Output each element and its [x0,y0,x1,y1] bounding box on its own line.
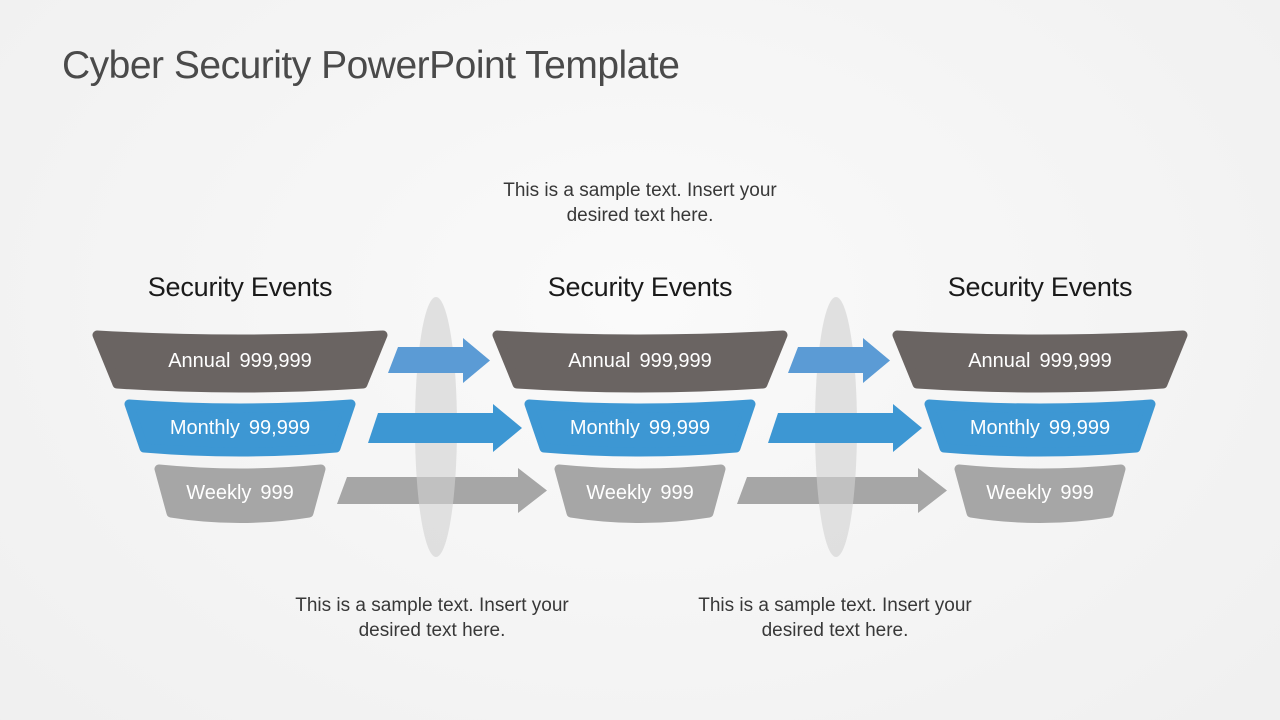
caption-top-line1: This is a sample text. Insert your [503,180,777,201]
weekly-value: 999 [260,482,294,504]
funnel-1-weekly-text: Weekly 999 [92,478,388,508]
funnel-2-annual-text: Annual 999,999 [492,346,788,376]
weekly-value: 999 [660,482,694,504]
funnel-3-annual-text: Annual 999,999 [892,346,1188,376]
funnel-2-heading: Security Events [547,272,733,302]
caption-bottom-right-line2: desired text here. [761,620,909,641]
funnel-3-heading: Security Events [947,272,1133,302]
weekly-label: Weekly [186,482,252,504]
caption-bottom-right: This is a sample text. Insert your desir… [635,593,1035,643]
caption-bottom-left-line2: desired text here. [358,620,506,641]
annual-value: 999,999 [1039,350,1112,372]
caption-top: This is a sample text. Insert your desir… [440,178,840,228]
annual-value: 999,999 [239,350,312,372]
weekly-value: 999 [1060,482,1094,504]
funnel-3-monthly-text: Monthly 99,999 [892,413,1188,443]
funnel-2-monthly-text: Monthly 99,999 [492,413,788,443]
funnel-1-annual-text: Annual 999,999 [92,346,388,376]
funnel-2-layer-weekly-shape [554,464,726,523]
funnel-2-shape [492,330,788,523]
funnel-1-shape [92,330,388,523]
annual-label: Annual [968,350,1031,372]
monthly-value: 99,999 [648,417,711,439]
funnel-3-layer-annual-shape [892,330,1188,393]
funnel-2-layer-annual-shape [492,330,788,393]
weekly-label: Weekly [586,482,652,504]
funnel-1-layer-annual-shape [92,330,388,393]
caption-top-line2: desired text here. [566,205,714,226]
connector-1 [337,297,547,557]
monthly-value: 99,999 [248,417,311,439]
funnel-group-2: Security Events Annual 999,999 Monthly 99,… [492,0,788,720]
monthly-value: 99,999 [1048,417,1111,439]
annual-label: Annual [168,350,231,372]
annual-flow-arrow-icon [788,338,890,383]
monthly-label: Monthly [969,417,1040,439]
funnel-1-layer-weekly-shape [154,464,326,523]
funnel-3-weekly-text: Weekly 999 [892,478,1188,508]
monthly-flow-arrow-icon [368,404,522,452]
slide-title: Cyber Security PowerPoint Template [62,44,680,87]
funnel-2-layer-monthly-shape [524,399,756,457]
monthly-label: Monthly [569,417,640,439]
funnel-1-layer-monthly-shape [124,399,356,457]
annual-value: 999,999 [639,350,712,372]
weekly-label: Weekly [986,482,1052,504]
caption-bottom-right-line1: This is a sample text. Insert your [698,595,972,616]
annual-label: Annual [568,350,631,372]
funnel-group-1: Security Events Annual 999,999 Monthly 99,… [92,0,388,720]
monthly-flow-arrow-icon [768,404,922,452]
annual-flow-arrow-icon [388,338,490,383]
funnel-3-layer-weekly-shape [954,464,1126,523]
funnel-group-3: Security Events Annual 999,999 Monthly 99,… [892,0,1188,720]
funnel-3-layer-monthly-shape [924,399,1156,457]
connector-2 [737,297,947,557]
caption-bottom-left-line1: This is a sample text. Insert your [295,595,569,616]
funnel-3-shape [892,330,1188,523]
caption-bottom-left: This is a sample text. Insert your desir… [232,593,632,643]
monthly-label: Monthly [169,417,240,439]
funnel-1-heading: Security Events [147,272,333,302]
funnel-1-monthly-text: Monthly 99,999 [92,413,388,443]
funnel-2-weekly-text: Weekly 999 [492,478,788,508]
